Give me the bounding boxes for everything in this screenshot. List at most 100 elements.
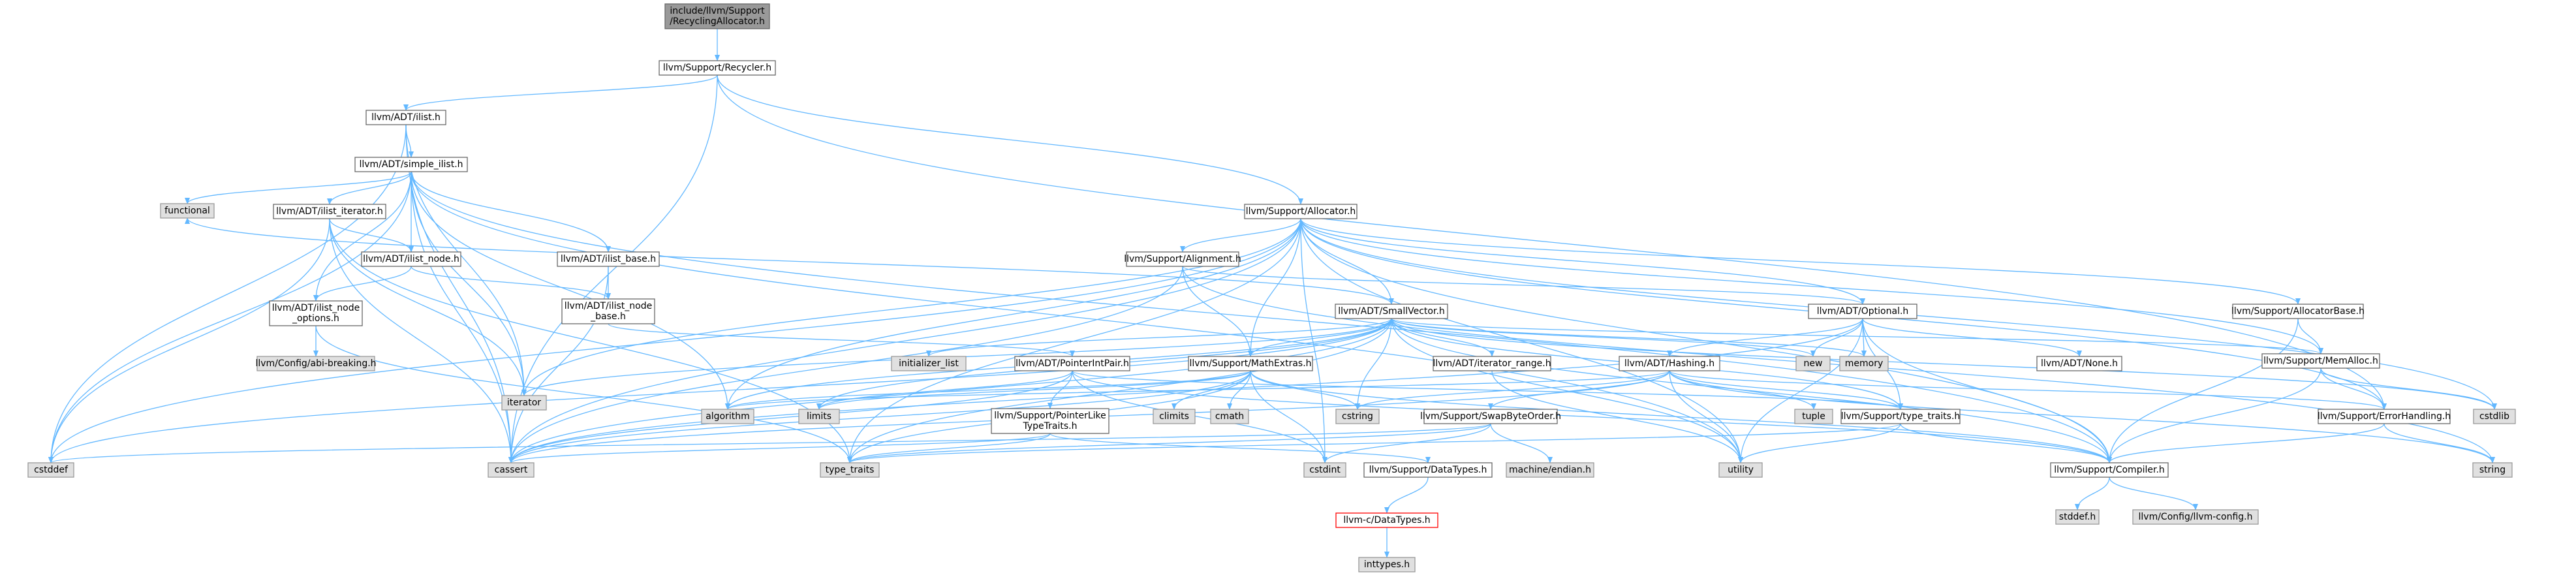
- node-label: new: [1804, 358, 1823, 369]
- node-ilist-iterator[interactable]: llvm/ADT/ilist_iterator.h: [273, 204, 386, 219]
- node-box: [1839, 356, 1889, 371]
- edge-hashing-to-errorhandling: [1669, 370, 2387, 410]
- node-box: [488, 462, 535, 478]
- node-box: [1794, 409, 1833, 424]
- edge-hashing-to-string: [1669, 370, 2495, 463]
- edge-allocator-to-cassert: [508, 218, 1301, 463]
- node-label: llvm/ADT/Optional.h: [1817, 306, 1909, 317]
- node-ilist[interactable]: llvm/ADT/ilist.h: [365, 110, 446, 125]
- edge-pointerintpair-to-type_traits_h: [1072, 370, 1903, 410]
- node-label: memory: [1845, 358, 1884, 369]
- node-label: llvm/Support/Recycler.h: [663, 63, 771, 73]
- node-swapbyteorder[interactable]: llvm/Support/SwapByteOrder.h: [1420, 409, 1561, 424]
- node-label: llvm/Support/MathExtras.h: [1189, 358, 1311, 369]
- edge-smallvector-to-cstring: [1355, 318, 1392, 410]
- node-limits: limits: [798, 409, 840, 424]
- edge-mathextras-to-compiler: [1250, 370, 2112, 463]
- edge-optional-to-new: [1810, 318, 1863, 357]
- node-ilist-node-base[interactable]: llvm/ADT/ilist_node_base.h: [561, 298, 655, 324]
- node-box: [2473, 409, 2516, 424]
- node-box: [160, 203, 215, 219]
- node-mathextras[interactable]: llvm/Support/MathExtras.h: [1188, 356, 1313, 371]
- node-allocatorbase[interactable]: llvm/Support/AllocatorBase.h: [2231, 304, 2365, 319]
- node-box: [1506, 462, 1594, 478]
- edge-ilist_base-to-cassert: [508, 266, 609, 463]
- edge-recycler-to-cassert: [508, 74, 718, 463]
- node-none[interactable]: llvm/ADT/None.h: [2036, 356, 2122, 371]
- edge-smallvector-to-cstddef: [48, 318, 1392, 463]
- node-functional: functional: [160, 203, 215, 219]
- edge-allocatorbase-to-compiler: [2107, 318, 2299, 463]
- node-iterator-range[interactable]: llvm/ADT/iterator_range.h: [1433, 356, 1551, 371]
- node-box: [1433, 356, 1551, 371]
- edge-pointerliketypetraits-to-type_traits: [847, 433, 1051, 463]
- node-pointerintpair[interactable]: llvm/ADT/PointerIntPair.h: [1014, 356, 1130, 371]
- node-label: llvm/Support/Allocator.h: [1246, 206, 1356, 217]
- edge-allocator-to-utility: [1300, 218, 1743, 463]
- node-label: cstdlib: [2479, 411, 2509, 422]
- edge-allocator-to-mathextras: [1248, 218, 1301, 357]
- node-type-traits-h[interactable]: llvm/Support/type_traits.h: [1840, 409, 1961, 424]
- node-label: llvm/ADT/ilist_node.h: [363, 254, 459, 264]
- node-box: [701, 409, 754, 424]
- edge-allocatorbase-to-memalloc: [2297, 318, 2323, 354]
- node-box: [354, 157, 468, 172]
- node-box: [1619, 356, 1720, 371]
- node-label: _options.h: [292, 313, 339, 324]
- edge-ilist_node-to-ilist_node_options: [313, 266, 412, 302]
- edge-alignment-to-cassert: [508, 266, 1183, 463]
- node-label: climits: [1159, 411, 1189, 422]
- edge-simple_ilist-to-iterator: [411, 171, 527, 396]
- node-memory: memory: [1839, 356, 1889, 371]
- node-optional[interactable]: llvm/ADT/Optional.h: [1808, 304, 1917, 319]
- edge-swapbyteorder-to-cstddef: [48, 423, 1491, 463]
- node-label: llvm/ADT/ilist.h: [371, 112, 441, 123]
- edge-smallvector-to-iterator_range: [1391, 318, 1495, 357]
- node-box: [2318, 409, 2451, 424]
- node-label: cstring: [1342, 411, 1373, 422]
- node-llvm-config: llvm/Config/llvm-config.h: [2132, 509, 2259, 525]
- node-allocator[interactable]: llvm/Support/Allocator.h: [1244, 204, 1358, 219]
- edge-simple_ilist-to-ilist_base: [411, 171, 611, 253]
- node-cstddef: cstddef: [27, 462, 74, 478]
- node-recycler[interactable]: llvm/Support/Recycler.h: [659, 60, 776, 76]
- edge-ilist-to-cassert: [405, 124, 514, 463]
- edge-allocator-to-cstdint: [1300, 218, 1327, 463]
- edge-hashing-to-utility: [1669, 370, 1743, 463]
- node-ilist-node-options[interactable]: llvm/ADT/ilist_node_options.h: [269, 300, 363, 326]
- edge-smallvector-to-compiler: [1391, 318, 2112, 463]
- node-box: [2036, 356, 2122, 371]
- node-memalloc[interactable]: llvm/Support/MemAlloc.h: [2261, 353, 2380, 369]
- node-climits: climits: [1153, 409, 1196, 424]
- node-cstring: cstring: [1335, 409, 1380, 424]
- edge-mathextras-to-limits: [816, 370, 1251, 410]
- node-hashing[interactable]: llvm/ADT/Hashing.h: [1619, 356, 1720, 371]
- node-compiler[interactable]: llvm/Support/Compiler.h: [2050, 462, 2169, 478]
- node-cassert: cassert: [488, 462, 535, 478]
- node-datatypes[interactable]: llvm/Support/DataTypes.h: [1363, 462, 1493, 478]
- node-alignment[interactable]: llvm/Support/Alignment.h: [1124, 251, 1241, 267]
- node-tuple: tuple: [1794, 409, 1833, 424]
- node-ilist-base[interactable]: llvm/ADT/ilist_base.h: [557, 251, 660, 267]
- node-simple-ilist[interactable]: llvm/ADT/simple_ilist.h: [354, 157, 468, 172]
- node-box: [664, 3, 770, 29]
- edge-smallvector-to-functional: [185, 217, 1392, 305]
- edge-type_traits_h-to-utility: [1738, 423, 1901, 463]
- node-smallvector[interactable]: llvm/ADT/SmallVector.h: [1335, 304, 1448, 319]
- node-label: llvm/ADT/ilist_base.h: [561, 254, 656, 264]
- edge-hashing-to-cstring: [1355, 370, 1670, 410]
- node-ilist-node[interactable]: llvm/ADT/ilist_node.h: [361, 251, 461, 267]
- node-box: [1840, 409, 1961, 424]
- edge-recycler-to-errorhandling: [717, 74, 2387, 410]
- node-box: [1335, 512, 1438, 528]
- node-label: type_traits: [826, 465, 875, 475]
- node-c-datatypes[interactable]: llvm-c/DataTypes.h: [1335, 512, 1438, 528]
- node-box: [798, 409, 840, 424]
- edge-swapbyteorder-to-machine_endian: [1490, 423, 1553, 463]
- node-root[interactable]: include/llvm/Support/RecyclingAllocator.…: [664, 3, 770, 29]
- node-label: llvm/Support/DataTypes.h: [1369, 465, 1487, 475]
- edge-allocator-to-optional: [1300, 218, 1865, 305]
- node-errorhandling[interactable]: llvm/Support/ErrorHandling.h: [2318, 409, 2451, 424]
